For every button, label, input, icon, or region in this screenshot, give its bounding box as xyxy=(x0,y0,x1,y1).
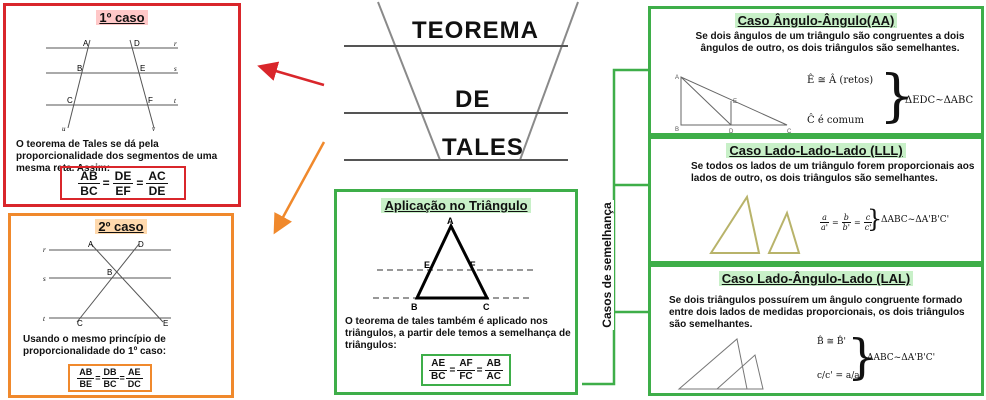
arrow-to-case1 xyxy=(257,61,325,87)
case2-text: Usando o mesmo princípio de proporcional… xyxy=(23,334,167,357)
triangle-figure: A E F B C xyxy=(373,216,533,312)
lll-figure xyxy=(709,194,801,254)
lll-text: Se todos os lados de um triângulo forem … xyxy=(691,161,975,184)
case1-point-E: E xyxy=(140,64,145,73)
svg-text:E: E xyxy=(733,99,737,105)
case2-box: 2º caso r s t A D B C E Usando o mesmo p… xyxy=(8,213,234,398)
case1-box: 1º caso A D B E C F r s t u v O teorema … xyxy=(3,3,241,207)
lal-figure xyxy=(677,338,764,390)
lll-box: Caso Lado-Lado-Lado (LLL) Se todos os la… xyxy=(648,136,984,264)
triangle-title: Aplicação no Triângulo xyxy=(337,198,575,213)
lal-cond1: B̂ ≅ B̂' xyxy=(817,337,846,347)
case1-line-u: u xyxy=(62,125,66,132)
case2-point-D: D xyxy=(138,240,144,249)
triangle-box: Aplicação no Triângulo A E F B C O teore… xyxy=(334,189,578,395)
case1-point-B: B xyxy=(77,64,82,73)
case2-point-A: A xyxy=(88,240,94,249)
case2-point-B: B xyxy=(107,268,112,277)
case2-line-r: r xyxy=(43,246,46,254)
lll-title: Caso Lado-Lado-Lado (LLL) xyxy=(651,143,981,158)
case1-line-s: s xyxy=(174,65,177,73)
title-line2: DE xyxy=(455,86,491,113)
case1-title: 1º caso xyxy=(6,10,238,25)
case2-line-t: t xyxy=(43,315,46,323)
lal-box: Caso Lado-Ângulo-Lado (LAL) Se dois triâ… xyxy=(648,264,984,396)
aa-cond2: Ĉ é comum xyxy=(807,115,864,126)
cases-bracket xyxy=(582,68,648,386)
case1-point-D: D xyxy=(134,39,140,48)
triangle-point-A: A xyxy=(447,216,454,226)
svg-text:D: D xyxy=(729,129,734,135)
case1-text: O teorema de Tales se dá pela proporcion… xyxy=(16,139,218,174)
aa-result: ΔEDC~ΔABC xyxy=(905,95,974,106)
case1-point-F: F xyxy=(148,96,153,105)
aa-brace: } xyxy=(879,64,915,129)
case2-point-C: C xyxy=(77,319,83,326)
lll-result: ΔABC~ΔA'B'C' xyxy=(881,215,950,225)
svg-text:C: C xyxy=(787,129,792,135)
lal-cond2: c/c' = a/a' xyxy=(817,371,863,381)
lal-text: Se dois triângulos possuírem um ângulo c… xyxy=(669,295,965,330)
cases-label: Casos de semelhança xyxy=(600,200,614,330)
case1-figure: A D B E C F r s t u v xyxy=(46,39,178,132)
triangle-point-C: C xyxy=(483,302,490,312)
title-diagram: TEOREMA DE TALES xyxy=(330,0,580,170)
aa-box: Caso Ângulo-Ângulo(AA) Se dois ângulos d… xyxy=(648,6,984,136)
aa-cond1: Ê ≅ Â (retos) xyxy=(807,75,874,86)
title-line3: TALES xyxy=(442,134,524,161)
case1-line-r: r xyxy=(174,40,177,48)
arrow-to-case2 xyxy=(273,141,326,235)
lal-title: Caso Lado-Ângulo-Lado (LAL) xyxy=(651,271,981,286)
aa-text: Se dois ângulos de um triângulo são cong… xyxy=(695,31,965,54)
aa-figure: A E B D C xyxy=(675,75,792,135)
title-funnel-lines xyxy=(344,1,579,161)
triangle-point-E: E xyxy=(424,260,430,270)
triangle-point-B: B xyxy=(411,302,418,312)
triangle-point-F: F xyxy=(470,260,476,270)
case1-point-A: A xyxy=(83,39,89,48)
svg-text:B: B xyxy=(675,127,679,133)
aa-title: Caso Ângulo-Ângulo(AA) xyxy=(651,13,981,28)
triangle-text: O teorema de tales também é aplicado nos… xyxy=(345,316,571,351)
lal-brace: } xyxy=(847,329,878,385)
lal-result: ΔABC~ΔA'B'C' xyxy=(867,353,936,363)
case2-title: 2º caso xyxy=(11,219,231,234)
svg-text:A: A xyxy=(675,75,679,81)
case1-line-v: v xyxy=(152,125,156,132)
title-line1: TEOREMA xyxy=(412,17,539,44)
case1-line-t: t xyxy=(174,97,177,105)
case1-point-C: C xyxy=(67,96,73,105)
case2-figure: r s t A D B C E xyxy=(43,240,171,326)
case2-line-s: s xyxy=(43,275,46,283)
case2-point-E: E xyxy=(163,319,168,326)
lll-brace: } xyxy=(867,205,883,233)
